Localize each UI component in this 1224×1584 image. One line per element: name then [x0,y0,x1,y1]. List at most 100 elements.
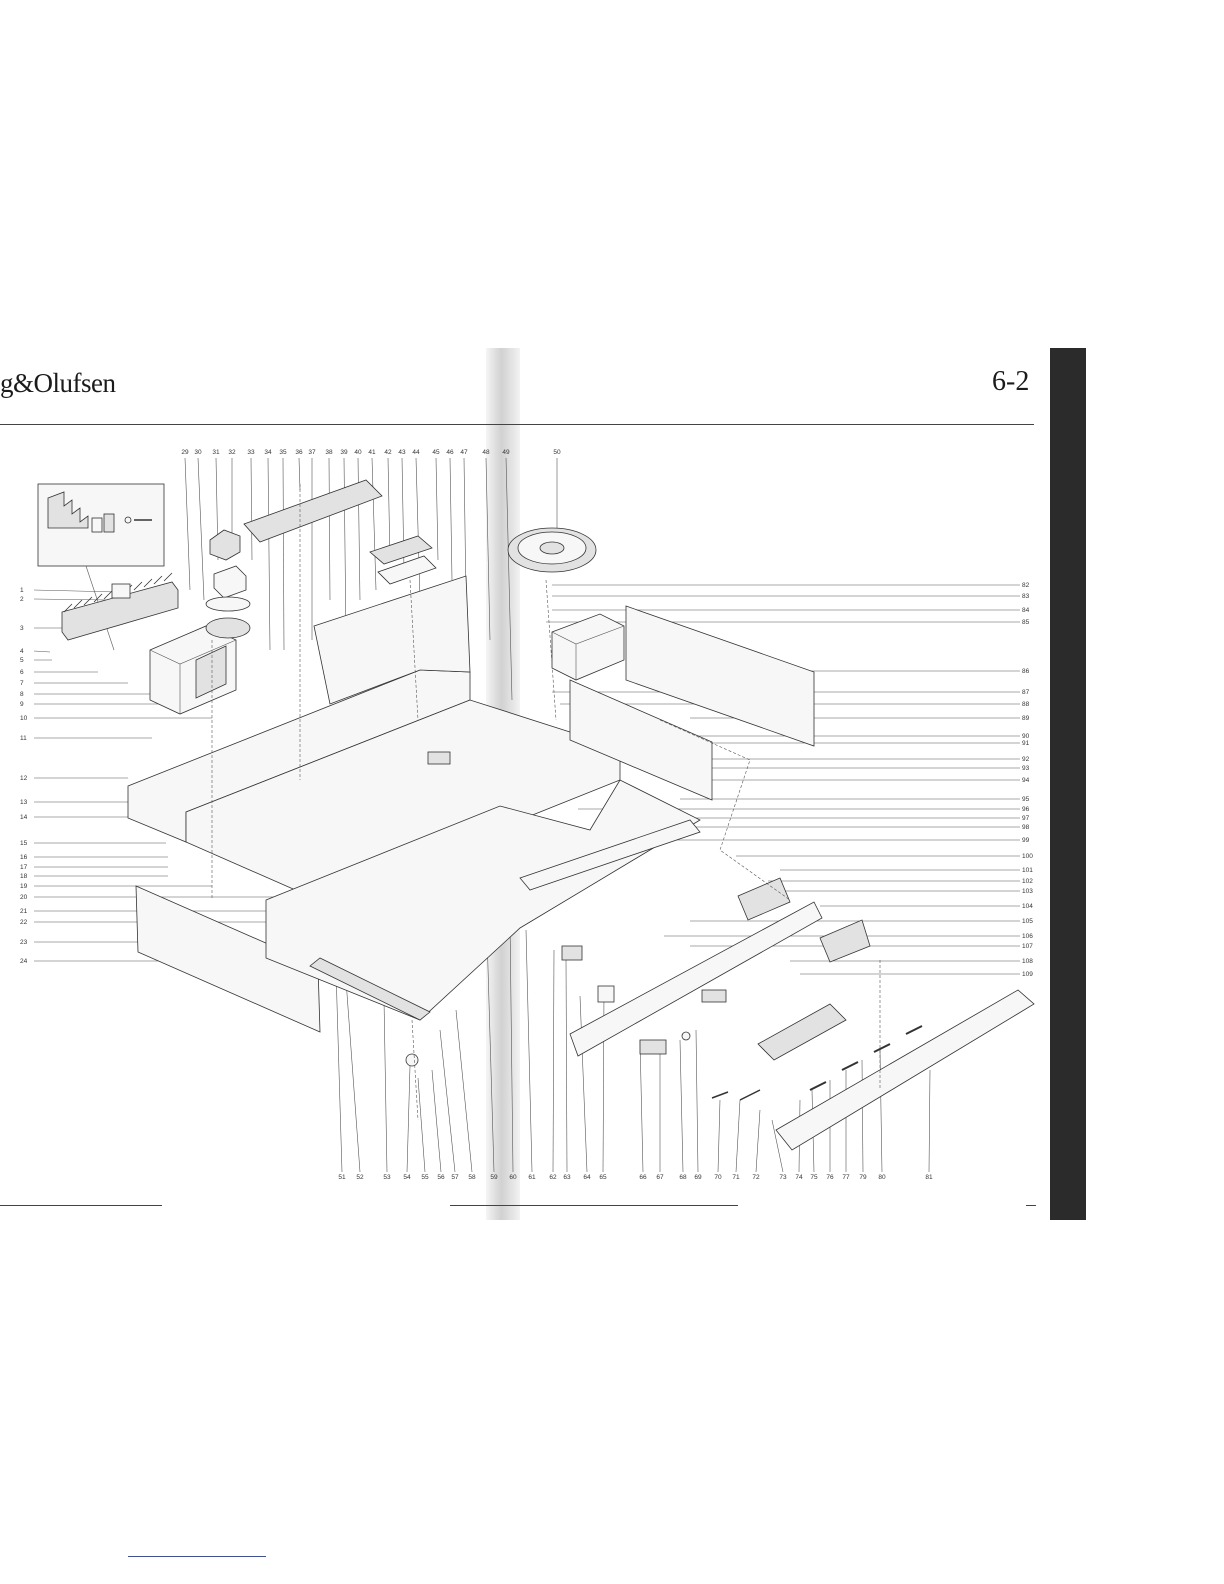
bottom-leader-61 [525,929,533,1173]
footer-rule-center [450,1205,738,1206]
top-leader-34 [267,457,271,651]
header-rule [0,424,1034,425]
right-callout-86: 86 [1022,668,1030,675]
top-callout-37: 37 [308,449,316,456]
bottom-leader-52 [345,979,361,1173]
footer-rule-left [0,1205,162,1206]
right-callout-82: 82 [1022,582,1030,589]
bottom-leader-70 [717,1099,721,1173]
left-callout-19: 19 [20,883,28,890]
brand-logo-text: g&Olufsen [0,368,116,398]
top-leader-30 [197,457,205,601]
left-callout-20: 20 [20,894,28,901]
top-callout-41: 41 [368,449,376,456]
bottom-callout-69: 69 [694,1174,702,1181]
bottom-leader-53 [383,999,388,1173]
left-callout-7: 7 [20,680,24,687]
top-callout-43: 43 [398,449,406,456]
left-callout-5: 5 [20,657,24,664]
top-callout-48: 48 [482,449,490,456]
top-callout-34: 34 [264,449,272,456]
top-leader-41 [371,457,377,591]
bottom-callout-63: 63 [563,1174,571,1181]
bottom-leader-72 [755,1109,761,1173]
left-callout-24: 24 [20,958,28,965]
bottom-leader-69 [695,1029,699,1173]
front-rail [569,901,823,1057]
bottom-leader-55 [417,1077,426,1173]
small-bracket [561,945,583,961]
foot-bracket [639,1039,667,1055]
front-cover-panel [135,885,321,1033]
left-callout-17: 17 [20,864,28,871]
left-callout-8: 8 [20,691,24,698]
bottom-callout-61: 61 [528,1174,536,1181]
inset-heatsink [47,491,89,529]
left-callout-6: 6 [20,669,24,676]
bottom-callout-55: 55 [421,1174,429,1181]
bottom-callout-54: 54 [403,1174,411,1181]
bottom-callout-51: 51 [338,1174,346,1181]
left-callout-11: 11 [20,735,27,742]
top-callout-32: 32 [228,449,236,456]
right-callout-92: 92 [1022,756,1030,763]
chassis-component [427,751,451,765]
bottom-callout-60: 60 [509,1174,517,1181]
footer-rule-right [1026,1205,1036,1206]
top-callout-33: 33 [247,449,255,456]
left-leader-4 [33,650,51,653]
bottom-leader-64 [579,995,588,1173]
bottom-callout-67: 67 [656,1174,664,1181]
left-leader-2 [33,598,111,601]
right-callout-97: 97 [1022,815,1030,822]
bottom-callout-70: 70 [714,1174,722,1181]
top-leader-38 [328,457,331,601]
bottom-leader-60 [509,919,514,1173]
left-callout-1: 1 [20,587,24,594]
left-callout-2: 2 [20,596,24,603]
bottom-leader-51 [335,969,343,1173]
top-callout-40: 40 [354,449,362,456]
top-leader-35 [282,457,285,651]
right-callout-84: 84 [1022,607,1030,614]
bottom-callout-62: 62 [549,1174,557,1181]
bottom-leader-80 [879,1049,883,1173]
pcb-small-1 [369,535,433,565]
top-callout-29: 29 [181,449,189,456]
left-callout-23: 23 [20,939,28,946]
bottom-leader-79 [861,1059,864,1173]
right-callout-91: 91 [1022,740,1030,747]
right-callout-93: 93 [1022,765,1030,772]
top-callout-49: 49 [502,449,510,456]
top-callout-31: 31 [212,449,220,456]
right-callout-101: 101 [1022,867,1033,874]
fan-bowl [205,617,251,639]
bottom-callout-59: 59 [490,1174,498,1181]
right-callout-83: 83 [1022,593,1030,600]
top-circuit-board [243,479,383,543]
top-leader-45 [435,457,439,561]
bottom-callout-52: 52 [356,1174,364,1181]
bottom-callout-68: 68 [679,1174,687,1181]
top-callout-50: 50 [553,449,561,456]
knob [681,1031,691,1041]
top-leader-33 [250,457,253,561]
switch-block [597,985,615,1003]
right-callout-98: 98 [1022,824,1030,831]
bottom-callout-75: 75 [810,1174,818,1181]
top-leader-39 [343,457,347,641]
bottom-leader-56 [431,1069,442,1173]
lower-chassis-lip [309,957,431,1021]
bottom-callout-71: 71 [732,1174,740,1181]
motor-bracket [213,565,247,599]
chassis-side-panel [313,575,471,705]
right-chassis-frame [569,679,713,801]
left-callout-15: 15 [20,840,28,847]
control-button-slots [809,1025,923,1091]
left-callout-12: 12 [20,775,28,782]
right-callout-87: 87 [1022,689,1030,696]
right-callout-85: 85 [1022,619,1030,626]
left-callout-3: 3 [20,625,24,632]
